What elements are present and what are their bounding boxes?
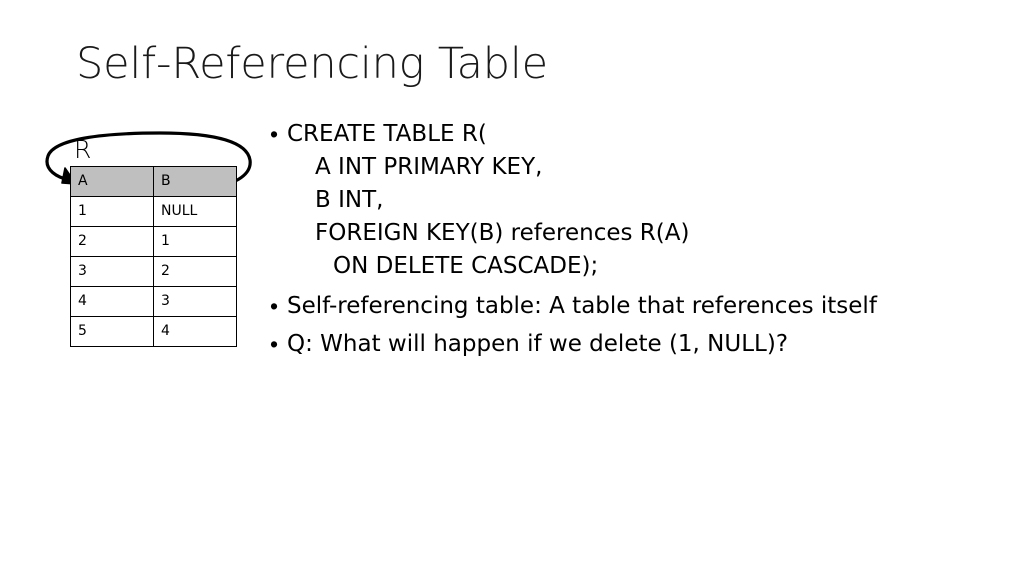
table-row: 4 3 [70,286,237,317]
sql-line-foreign-key: FOREIGN KEY(B) references R(A) [315,220,690,246]
bullet-marker-icon: • [270,331,279,357]
slide-body: • CREATE TABLE R( A INT PRIMARY KEY, B I… [266,118,966,361]
question-text: Q: What will happen if we delete (1, NUL… [287,331,789,357]
cell-b: NULL [153,196,237,227]
table-row: 3 2 [70,256,237,287]
sql-line-create: CREATE TABLE R( [287,121,487,147]
bullet-definition: • Self-referencing table: A table that r… [266,290,966,323]
cell-a: 3 [70,256,154,287]
relation-table-r: A B 1 NULL 2 1 3 2 4 3 [70,166,237,347]
table-name-label: R [74,135,92,164]
table-row: 5 4 [70,316,237,347]
bullet-sql-create-statement: • CREATE TABLE R( A INT PRIMARY KEY, B I… [266,118,966,283]
cell-b: 4 [153,316,237,347]
column-header-a: A [70,166,154,197]
definition-text: Self-referencing table: A table that ref… [287,293,877,319]
sql-line-a-int: A INT PRIMARY KEY, [315,154,543,180]
table-header-row: A B [70,166,237,197]
bullet-marker-icon: • [270,293,279,319]
cell-a: 2 [70,226,154,257]
table-row: 1 NULL [70,196,237,227]
self-referencing-table-diagram: R A B 1 NULL 2 1 [40,126,265,361]
cell-a: 5 [70,316,154,347]
bullet-question: • Q: What will happen if we delete (1, N… [266,328,966,361]
cell-a: 1 [70,196,154,227]
sql-line-b-int: B INT, [315,187,384,213]
sql-line-on-delete-cascade: ON DELETE CASCADE); [333,253,599,279]
cell-a: 4 [70,286,154,317]
cell-b: 3 [153,286,237,317]
bullet-marker-icon: • [270,121,279,147]
cell-b: 1 [153,226,237,257]
table-row: 2 1 [70,226,237,257]
cell-b: 2 [153,256,237,287]
page-title: Self-Referencing Table [76,39,548,89]
column-header-b: B [153,166,237,197]
